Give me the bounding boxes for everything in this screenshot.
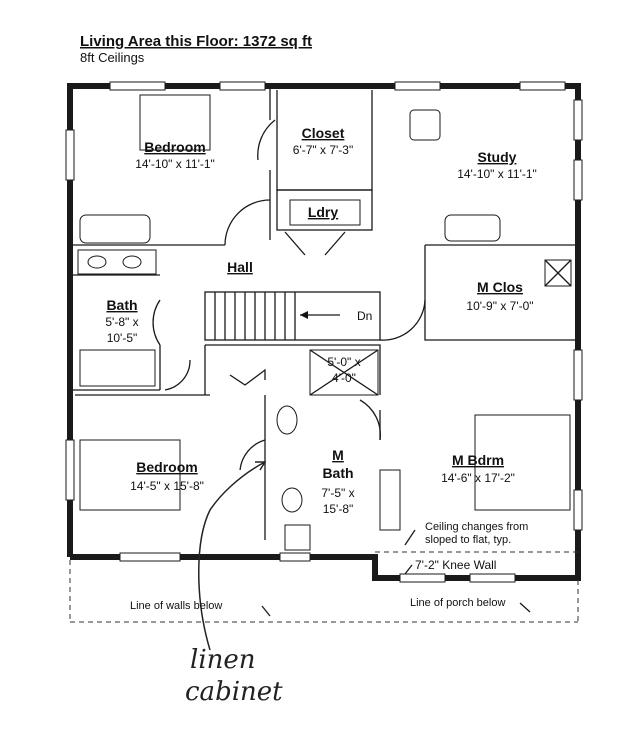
walls-below-note: Line of walls below bbox=[130, 600, 222, 612]
room-name-closet: Closet bbox=[302, 125, 345, 141]
room-size-mbdrm: 14'-6" x 17'-2" bbox=[441, 471, 515, 485]
stairs bbox=[204, 291, 381, 341]
fixtures bbox=[77, 94, 572, 551]
room-name-mbdrm: M Bdrm bbox=[452, 452, 504, 468]
ceiling-note-line1: Ceiling changes from bbox=[425, 521, 528, 533]
ceiling-height-note: 8ft Ceilings bbox=[80, 50, 145, 65]
ceiling-lines bbox=[69, 529, 579, 623]
handwritten-note-line1: linen bbox=[190, 645, 256, 675]
room-size-bedroom1: 14'-10" x 11'-1" bbox=[135, 157, 215, 171]
room-name-bedroom2: Bedroom bbox=[136, 459, 197, 475]
room-name-mclos: M Clos bbox=[477, 279, 523, 295]
porch-below-note: Line of porch below bbox=[410, 597, 505, 609]
shower-size-line1: 5'-0" x bbox=[327, 355, 360, 369]
windows bbox=[65, 81, 583, 583]
plan-title: Living Area this Floor: 1372 sq ft bbox=[80, 33, 312, 50]
room-name-bedroom1: Bedroom bbox=[144, 139, 205, 155]
room-size-mclos: 10'-9" x 7'-0" bbox=[466, 299, 533, 313]
ceiling-note-line2: sloped to flat, typ. bbox=[425, 534, 511, 546]
room-name-hall: Hall bbox=[227, 259, 253, 275]
room-size-mbath-line2: 15'-8" bbox=[323, 502, 354, 516]
room-size-bath-line1: 5'-8" x bbox=[105, 315, 138, 329]
room-size-study: 14'-10" x 11'-1" bbox=[457, 167, 537, 181]
room-name-mbath-line1: M bbox=[332, 447, 344, 463]
knee-wall-note: 7'-2" Knee Wall bbox=[415, 558, 496, 572]
room-size-mbath-line1: 7'-5" x bbox=[321, 486, 354, 500]
room-size-bedroom2: 14'-5" x 15'-8" bbox=[130, 479, 204, 493]
room-name-laundry: Ldry bbox=[308, 204, 339, 220]
room-name-mbath-line2: Bath bbox=[322, 465, 353, 481]
room-size-bath-line2: 10'-5" bbox=[107, 331, 138, 345]
interior-walls bbox=[70, 86, 578, 540]
linen-arrow bbox=[198, 461, 266, 651]
handwritten-note-line2: cabinet bbox=[185, 677, 283, 707]
room-size-closet: 6'-7" x 7'-3" bbox=[293, 143, 353, 157]
stair-direction-label: Dn bbox=[357, 309, 372, 323]
room-name-bath: Bath bbox=[106, 297, 137, 313]
shower-size-line2: 4'-0" bbox=[332, 371, 356, 385]
room-name-study: Study bbox=[478, 149, 517, 165]
doors bbox=[152, 119, 426, 471]
exterior-walls bbox=[67, 83, 581, 581]
